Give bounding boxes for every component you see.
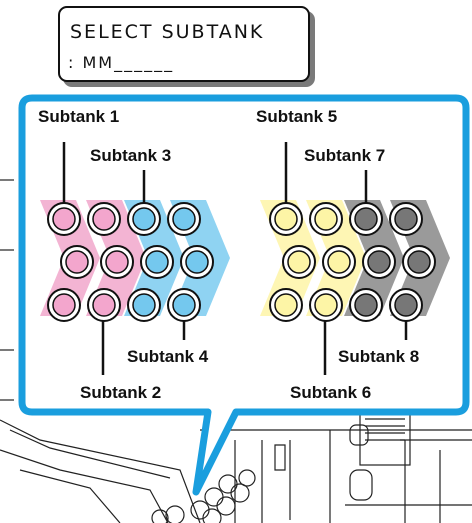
cap-left-r3-c1 [47, 288, 81, 322]
lcd-display: SELECT SUBTANK : MM______ [58, 6, 310, 82]
label-group: Subtank 1 Subtank 3 Subtank 5 Subtank 7 … [38, 107, 419, 402]
cap-left-r3-c4 [167, 288, 201, 322]
lcd-line-2: : MM______ [68, 53, 175, 72]
cap-left-r1-c3 [127, 202, 161, 236]
label-subtank-6: Subtank 6 [290, 383, 371, 402]
cap-right-r3-c4 [389, 288, 423, 322]
label-subtank-2: Subtank 2 [80, 383, 161, 402]
label-subtank-4: Subtank 4 [127, 347, 209, 366]
cap-left-r3-c2 [87, 288, 121, 322]
leader-lines [62, 142, 408, 375]
label-subtank-7: Subtank 7 [304, 146, 385, 165]
cap-right-r2-c3 [362, 245, 396, 279]
label-subtank-3: Subtank 3 [90, 146, 171, 165]
cap-right-r3-c3 [349, 288, 383, 322]
cap-left-r2-c4 [180, 245, 214, 279]
label-subtank-5: Subtank 5 [256, 107, 337, 126]
cap-right-r1-c4 [389, 202, 423, 236]
cap-left-r1-c2 [87, 202, 121, 236]
cap-right-r2-c2 [322, 245, 356, 279]
cap-right-r1-c3 [349, 202, 383, 236]
cap-right-r1-c2 [309, 202, 343, 236]
cap-right-r1-c1 [269, 202, 303, 236]
cap-group [47, 202, 436, 322]
cap-left-r2-c2 [100, 245, 134, 279]
cap-right-r3-c2 [309, 288, 343, 322]
cap-left-r2-c1 [60, 245, 94, 279]
cap-right-r2-c1 [282, 245, 316, 279]
cap-left-r1-c4 [167, 202, 201, 236]
cap-left-r1-c1 [47, 202, 81, 236]
lcd-line-1: SELECT SUBTANK [70, 21, 265, 43]
callout-frame [18, 94, 470, 496]
cap-left-r2-c3 [140, 245, 174, 279]
machine-illustration [0, 179, 472, 523]
cap-right-r2-c4 [402, 245, 436, 279]
cap-left-r3-c3 [127, 288, 161, 322]
label-subtank-8: Subtank 8 [338, 347, 419, 366]
cap-right-r3-c1 [269, 288, 303, 322]
label-subtank-1: Subtank 1 [38, 107, 119, 126]
